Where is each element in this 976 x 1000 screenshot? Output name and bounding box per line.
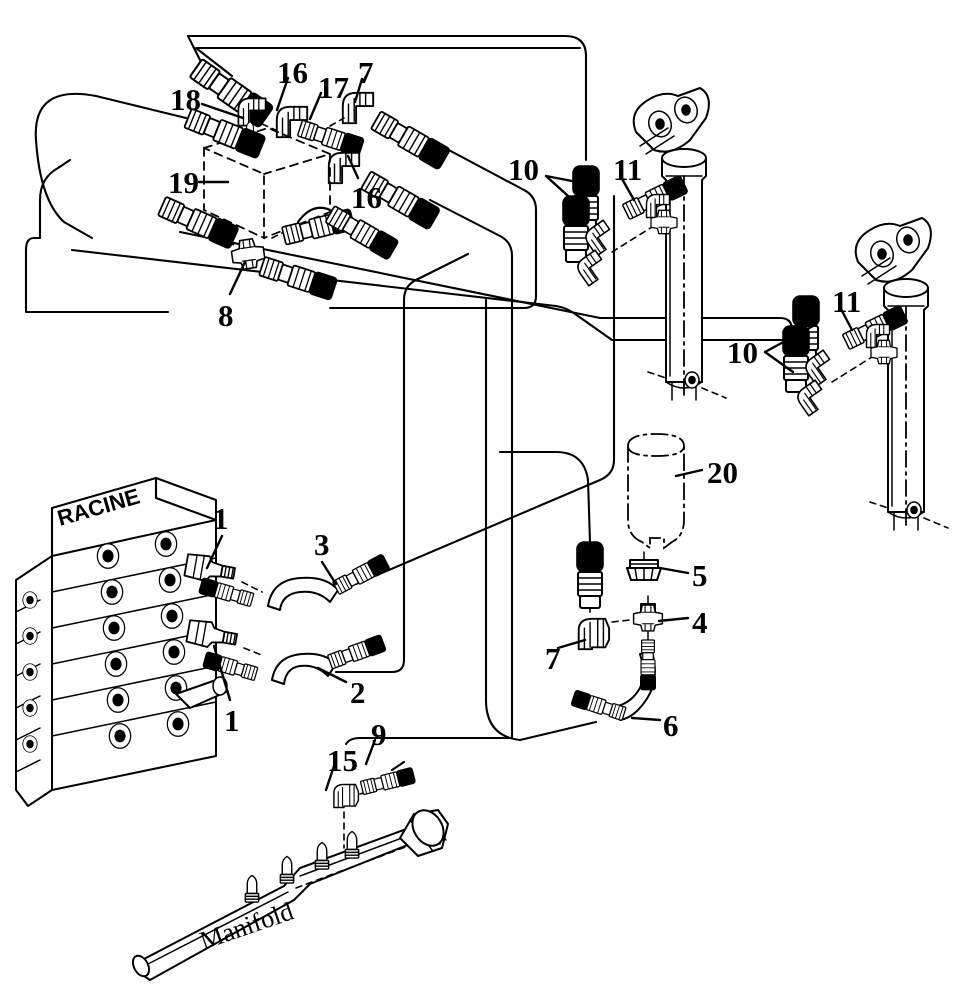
callout-leader-10 [544,174,600,207]
callout-number-c19: 19 [168,165,199,200]
callout-leader-1 [205,534,224,570]
callout-number-c8: 8 [218,298,234,333]
racine-valve-block: RACINE [15,476,228,807]
callout-number-c11b: 11 [832,284,862,319]
callout-number-c20: 20 [707,455,738,490]
callout-leader-3 [320,560,338,586]
fitting-cluster-tee-8 [156,194,400,302]
hose-assembly-6 [570,639,657,723]
hydraulic-cylinder-right [854,217,949,531]
adapter-5 [626,551,662,581]
callout-number-c5: 5 [692,558,708,593]
callout-leader-2 [316,666,348,684]
tee-4 [632,595,664,643]
callout-number-c7b: 7 [545,641,561,676]
callout-number-c16a: 16 [277,55,308,90]
callout-number-c3: 3 [314,527,330,562]
hydraulic-cylinder-left [632,87,727,401]
accumulator-assembly [570,433,685,723]
callout-leader-18 [200,102,245,120]
callout-leader-5 [658,566,690,575]
callout-number-c1b: 1 [224,703,240,738]
callout-number-c11a: 11 [613,152,643,187]
hose-assembly-3 [197,553,391,611]
manifold-assembly [131,766,449,981]
callout-leader-4 [657,616,690,623]
fitting-cluster-right-cylinder [782,295,909,417]
fitting-cluster-left-cylinder [562,165,689,287]
callout-number-c17: 17 [318,70,349,105]
hose-assembly-2 [201,633,387,685]
callout-number-c10b: 10 [727,335,758,370]
valve-port-fittings [183,553,265,657]
callout-leader-1 [212,644,232,702]
callout-leader-9 [364,738,377,766]
callout-leader-16 [346,154,360,180]
callout-leader-11 [839,307,854,332]
elbow-7-bottom [577,617,611,651]
callout-number-c15: 15 [327,743,358,778]
callout-leader-8 [228,260,247,296]
callout-leader-16 [275,76,290,112]
elbow-15 [333,783,360,809]
callout-number-c1: 1 [213,501,229,536]
fitting-cluster-top-left [182,56,452,240]
callout-leader-7 [353,77,364,104]
callout-leader-15 [324,764,336,792]
callout-leader-7 [556,638,587,650]
callout-leader-11 [619,175,636,202]
callout-number-c7t: 7 [358,55,374,90]
callout-number-c18: 18 [170,82,201,117]
callout-leader-lines [197,76,854,792]
callout-number-c9: 9 [371,717,387,752]
callout-number-c16b: 16 [351,180,382,215]
callout-number-c2: 2 [350,675,366,710]
callout-leader-20 [674,468,704,478]
callout-leader-10 [763,324,815,374]
callout-number-c6: 6 [663,708,679,743]
callout-leader-6 [630,716,662,722]
callout-number-c10a: 10 [508,152,539,187]
callout-number-c4: 4 [692,605,708,640]
callout-leader-17 [308,91,323,121]
